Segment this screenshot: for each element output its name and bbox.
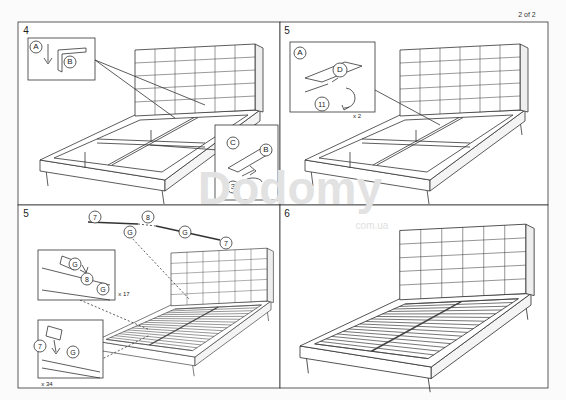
quantity: x 34 — [41, 381, 52, 387]
callout-letter: G — [127, 229, 132, 236]
callout-number: 7 — [93, 214, 97, 221]
callout-letter: B — [263, 146, 268, 154]
quantity: x 2 — [353, 113, 361, 119]
step-number: 5 — [23, 209, 29, 219]
quantity: x 17 — [118, 291, 129, 297]
callout-number: 8 — [146, 214, 150, 221]
step-number: 4 — [23, 26, 29, 36]
watermark: com.ua — [356, 221, 389, 231]
step-number: 5 — [284, 26, 290, 36]
callout-letter: G — [70, 349, 75, 356]
callout-letter: G — [182, 229, 187, 236]
callout-number: 11 — [318, 101, 325, 108]
callout-letter: C — [230, 139, 236, 147]
watermark: Dodomy — [198, 165, 382, 211]
page-number: 2 of 2 — [518, 11, 536, 18]
callout-letter: A — [33, 43, 38, 51]
callout-letter: D — [337, 66, 343, 74]
callout-letter: A — [297, 49, 302, 57]
callout-letter: G — [100, 286, 105, 293]
callout-number: 8 — [85, 276, 89, 283]
callout-letter: G — [72, 261, 77, 268]
callout-letter: B — [67, 58, 72, 66]
callout-number: 7 — [224, 240, 228, 247]
callout-number: 7 — [38, 343, 42, 350]
